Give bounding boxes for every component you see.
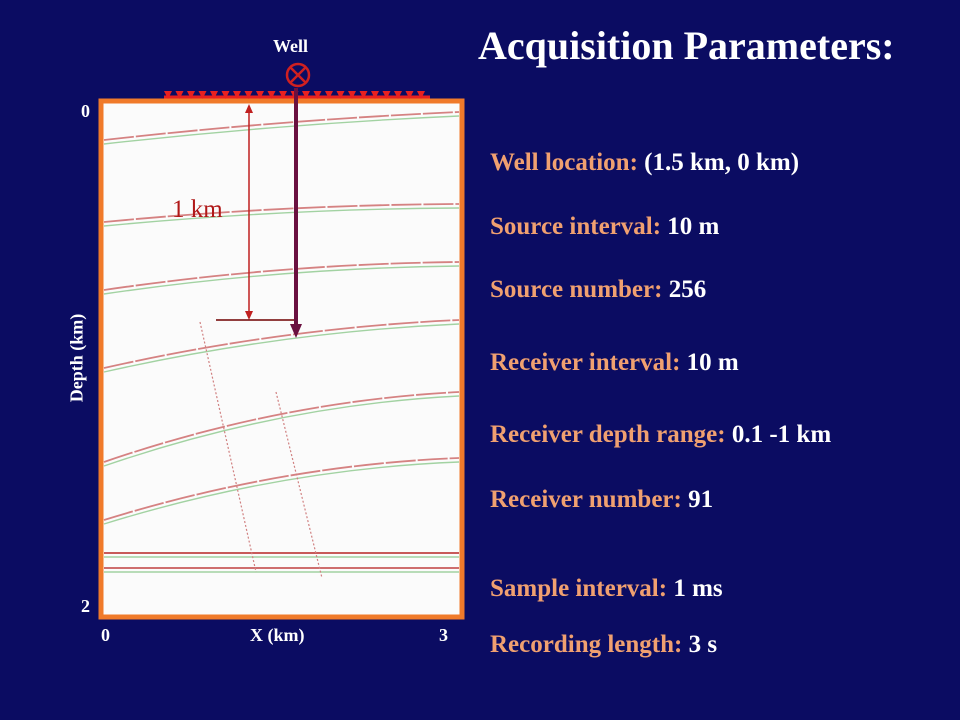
source-marker [267, 91, 276, 99]
reflector [103, 457, 460, 521]
source-marker [187, 91, 195, 99]
param-sample-interval: Sample interval: 1 ms [490, 575, 723, 603]
param-value: 0.1 -1 km [731, 421, 832, 448]
param-value: 10 m [667, 213, 720, 240]
source-marker [417, 91, 425, 99]
x-axis-label: X (km) [250, 625, 305, 645]
param-label: Receiver interval: [490, 349, 681, 376]
param-receiver-depth-range: Receiver depth range: 0.1 -1 km [490, 421, 831, 449]
scale-arrow-bottom [245, 311, 253, 320]
param-label: Recording length: [490, 631, 683, 658]
source-marker [336, 91, 345, 99]
param-value: 91 [688, 486, 714, 513]
reflector [103, 391, 460, 463]
depth-tick-top: 0 [81, 101, 90, 121]
source-marker [221, 91, 230, 99]
scale-label: 1 km [172, 196, 223, 223]
x-tick-left: 0 [101, 625, 110, 645]
reflector-shadow [103, 395, 460, 467]
source-marker [325, 91, 333, 99]
depth-tick-bottom: 2 [81, 596, 90, 616]
slide-title: Acquisition Parameters: [478, 23, 895, 68]
model-panel [98, 98, 465, 620]
param-label: Sample interval: [490, 575, 668, 602]
param-source-number: Source number: 256 [490, 276, 706, 304]
fault-lines [199, 321, 323, 579]
param-value: 256 [668, 276, 707, 303]
source-marker [244, 91, 253, 99]
param-receiver-number: Receiver number: 91 [490, 486, 713, 514]
source-marker [164, 91, 172, 99]
source-marker [382, 91, 391, 99]
reflector-shadow [103, 265, 460, 295]
scale-arrow-top [245, 104, 253, 113]
fault-line [199, 321, 257, 573]
reflector-shadow [103, 115, 460, 145]
source-marker [233, 91, 241, 99]
source-marker [394, 91, 402, 99]
source-marker [359, 91, 368, 99]
reflector [103, 319, 460, 369]
param-well-location: Well location: (1.5 km, 0 km) [490, 149, 799, 177]
param-label: Source number: [490, 276, 663, 303]
source-marker [256, 91, 264, 99]
source-marker [313, 91, 322, 99]
param-value: 10 m [686, 349, 739, 376]
source-marker [302, 91, 310, 99]
well-label: Well [273, 36, 308, 56]
param-recording-length: Recording length: 3 s [490, 631, 717, 659]
x-tick-right: 3 [439, 625, 448, 645]
source-marker [198, 91, 207, 99]
reflector [103, 111, 460, 141]
param-label: Source interval: [490, 213, 662, 240]
reflector-shadow [103, 461, 460, 525]
well-symbol-icon [285, 62, 311, 88]
reflector-shadow [103, 207, 460, 227]
param-value: 1 ms [673, 575, 723, 602]
source-marker [371, 91, 379, 99]
reflector [103, 203, 460, 223]
param-label: Receiver depth range: [490, 421, 726, 448]
param-value: 3 s [688, 631, 718, 658]
param-receiver-interval: Receiver interval: 10 m [490, 349, 739, 377]
reflector-shadow [103, 323, 460, 373]
param-label: Receiver number: [490, 486, 682, 513]
param-source-interval: Source interval: 10 m [490, 213, 719, 241]
source-marker [175, 91, 184, 99]
reflector [103, 261, 460, 291]
depth-axis-label: Depth (km) [66, 313, 87, 403]
source-marker [348, 91, 356, 99]
source-marker [279, 91, 287, 99]
param-label: Well location: [490, 149, 638, 176]
reflector-layers [103, 111, 460, 573]
source-marker [405, 91, 414, 99]
well-arrow-head [290, 324, 302, 338]
source-marker [210, 91, 218, 99]
param-value: (1.5 km, 0 km) [644, 149, 800, 176]
